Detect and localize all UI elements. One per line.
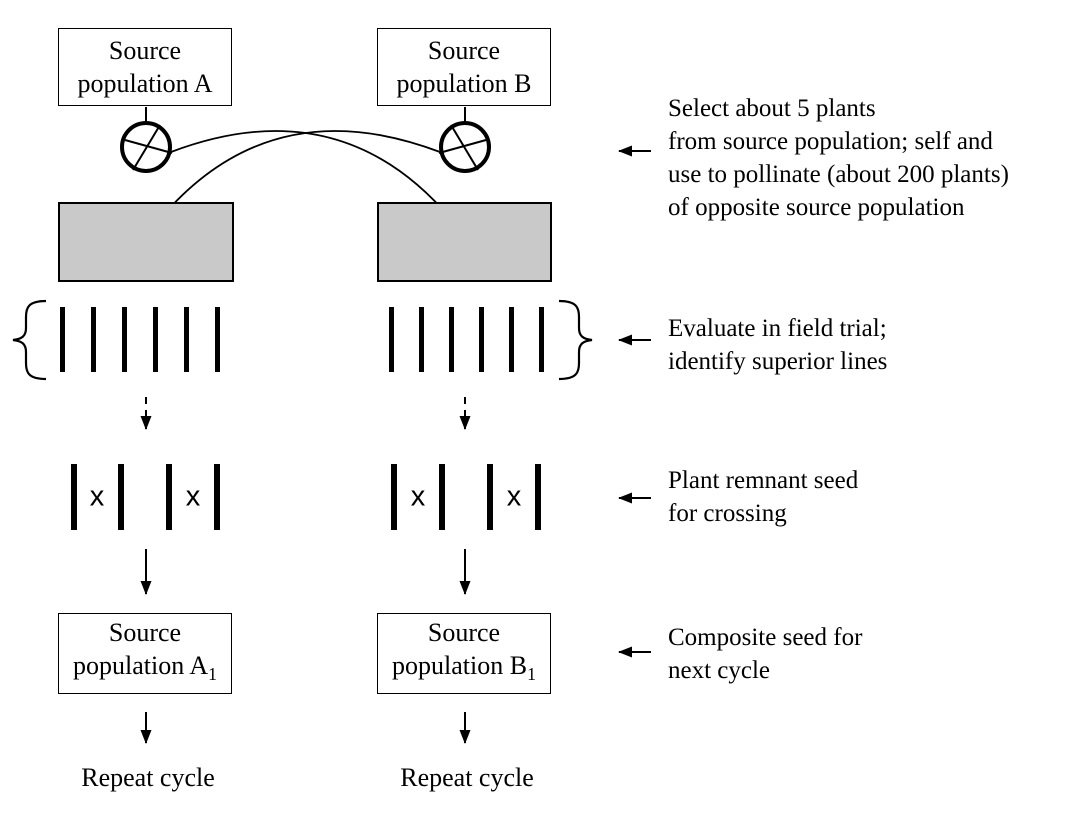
circled-cross-icon-a	[120, 121, 173, 173]
remnant-bar-b	[487, 464, 493, 530]
next-population-a-line1: Source	[108, 617, 182, 647]
source-population-a-box: Source population A	[58, 28, 232, 106]
field-line-a	[153, 307, 158, 372]
annotation-plant-remnant-seed: Plant remnant seed for crossing	[668, 467, 859, 527]
field-line-b	[539, 307, 544, 372]
cross-label-a1: x	[89, 480, 105, 513]
source-population-b-line2: population B	[396, 69, 532, 98]
field-plot-a	[58, 202, 234, 282]
field-plot-b	[377, 202, 552, 282]
cross-label-b2: x	[506, 480, 522, 513]
next-population-b-line1: Source	[427, 617, 501, 647]
circled-cross-icon-b	[438, 121, 491, 173]
brace-left-icon	[12, 299, 47, 381]
field-line-b	[479, 307, 484, 372]
cross-arrow-a-to-b	[170, 130, 452, 220]
next-population-a-line2: population A1	[73, 650, 217, 685]
cross-arrow-b-to-a	[159, 130, 441, 220]
next-population-b-line2: population B1	[392, 650, 536, 685]
field-line-b	[509, 307, 514, 372]
annotation-composite-seed: Composite seed for next cycle	[668, 624, 863, 684]
field-line-a	[60, 307, 65, 372]
source-population-a-line1: Source	[108, 36, 182, 65]
brace-right-icon	[558, 299, 593, 381]
remnant-bar-a	[166, 464, 172, 530]
field-line-a	[215, 307, 220, 372]
annotation-select-plants: Select about 5 plants from source popula…	[668, 95, 1009, 221]
field-line-b	[449, 307, 454, 372]
source-population-b-line1: Source	[427, 36, 501, 65]
next-population-b-box: Source population B1	[377, 613, 551, 694]
cross-label-b1: x	[410, 480, 426, 513]
source-population-a-line2: population A	[77, 69, 213, 98]
remnant-bar-a	[71, 464, 77, 530]
cross-label-a2: x	[185, 480, 201, 513]
next-population-a-box: Source population A1	[58, 613, 232, 694]
remnant-bar-a	[118, 464, 124, 530]
source-population-b-box: Source population B	[377, 28, 551, 106]
remnant-bar-b	[535, 464, 541, 530]
remnant-bar-b	[391, 464, 397, 530]
repeat-cycle-label-b: Repeat cycle	[400, 763, 534, 792]
field-line-a	[184, 307, 189, 372]
field-line-b	[389, 307, 394, 372]
annotation-evaluate-field-trial: Evaluate in field trial; identify superi…	[668, 315, 888, 375]
repeat-cycle-label-a: Repeat cycle	[81, 763, 215, 792]
remnant-bar-b	[439, 464, 445, 530]
remnant-bar-a	[214, 464, 220, 530]
field-line-a	[91, 307, 96, 372]
field-line-a	[122, 307, 127, 372]
field-line-b	[419, 307, 424, 372]
